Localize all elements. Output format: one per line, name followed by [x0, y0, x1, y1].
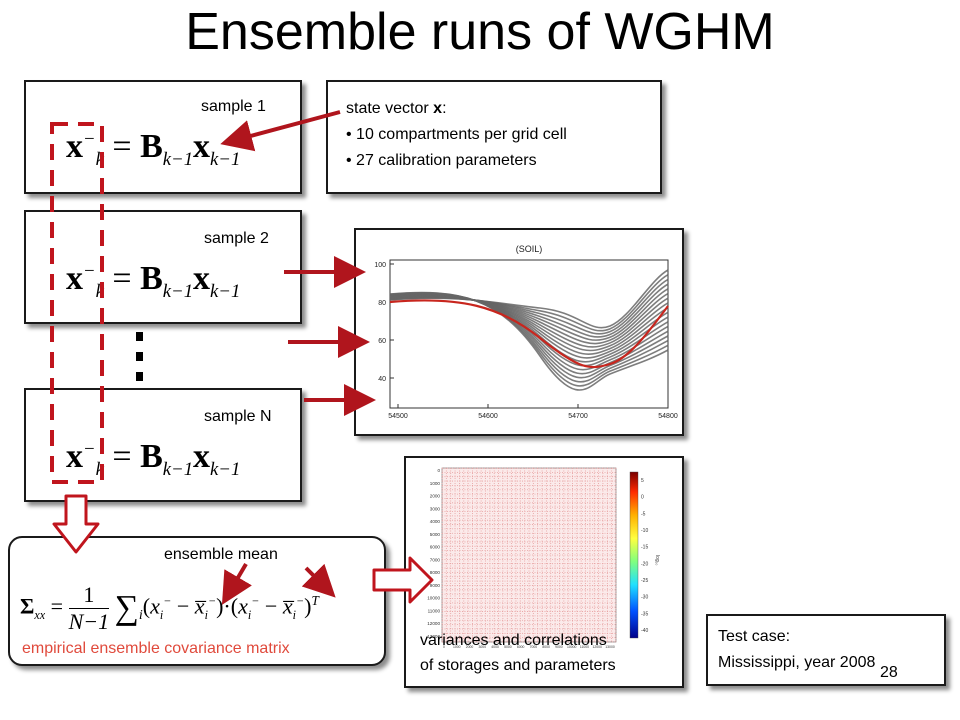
heatmap-x-tick-label: 0: [443, 645, 445, 649]
heatmap-colorbar: [629, 471, 639, 639]
heatmap-y-tick-label: 10000: [427, 596, 440, 601]
page-number: 28: [880, 664, 898, 681]
test-case-box: Test case: Mississippi, year 2008: [706, 614, 946, 686]
heatmap-x-tick-label: 12000: [593, 645, 603, 649]
heatmap-x-tick-label: 1000: [453, 645, 461, 649]
sample-n-box: sample N x−k = Bk−1xk−1: [24, 388, 302, 502]
heatmap-y-tick-label: 13000: [427, 634, 440, 639]
sample-2-equation: x−k = Bk−1xk−1: [66, 260, 241, 302]
heatmap-x-tick-label: 5000: [504, 645, 512, 649]
heatmap-y-tick-label: 9000: [430, 583, 441, 588]
heatmap-y-tick-label: 6000: [430, 545, 441, 550]
heatmap-y-tick-label: 12000: [427, 621, 440, 626]
heatmap-x-tick-label: 9000: [555, 645, 563, 649]
sample-1-box: sample 1 x−k = Bk−1xk−1: [24, 80, 302, 194]
heatmap-y-tick-label: 2000: [430, 494, 441, 499]
heatmap-colorbar-tick-label: -10: [641, 528, 648, 534]
soil-chart: (SOIL) 100 80 60 40 54500 54600 54700 54800: [374, 244, 678, 420]
sample-1-equation: x−k = Bk−1xk−1: [66, 128, 241, 170]
soil-x-tick-label: 54800: [658, 413, 678, 420]
soil-x-tick-label: 54500: [388, 413, 408, 420]
heatmap-x-tick-label: 3000: [479, 645, 487, 649]
sample-2-box: sample 2 x−k = Bk−1xk−1: [24, 210, 302, 324]
heatmap-colorbar-label: log₁₀: [654, 555, 660, 565]
heatmap-y-tick-label: 7000: [430, 557, 441, 562]
heatmap-colorbar-tick-label: 0: [641, 495, 644, 501]
soil-ensemble-line: [389, 291, 669, 391]
soil-x-tick-label: 54700: [568, 413, 588, 420]
ellipsis-dot: [136, 352, 143, 361]
heatmap-colorbar-tick-label: -30: [641, 595, 648, 601]
soil-chart-box: (SOIL) 100 80 60 40 54500 54600 54700 54800: [354, 228, 684, 436]
soil-y-tick-label: 40: [378, 376, 386, 383]
heatmap-colorbar-tick-label: 5: [641, 478, 644, 484]
state-vector-bullet: • 10 compartments per grid cell: [346, 126, 567, 143]
heatmap-y-tick-label: 1000: [430, 481, 441, 486]
heatmap-caption: variances and correlations of storages a…: [420, 632, 616, 674]
soil-chart-title: (SOIL): [516, 244, 543, 254]
soil-y-tick-label: 80: [378, 300, 386, 307]
heatmap-x-tick-label: 10000: [567, 645, 577, 649]
sample-n-equation: x−k = Bk−1xk−1: [66, 438, 241, 480]
heatmap-colorbar-tick-label: -5: [641, 511, 646, 517]
heatmap-y-tick-label: 8000: [430, 570, 441, 575]
heatmap-x-tick-label: 11000: [580, 645, 589, 649]
heatmap-x-tick-label: 7000: [530, 645, 538, 649]
heatmap-x-tick-label: 2000: [466, 645, 474, 649]
heatmap-y-tick-label: 4000: [430, 519, 441, 524]
heatmap-colorbar-tick-label: -40: [641, 628, 648, 634]
heatmap-y-tick-label: 5000: [430, 532, 441, 537]
state-vector-box: state vector x: • 10 compartments per gr…: [326, 80, 662, 194]
heatmap-y-tick-label: 0: [437, 468, 440, 473]
ellipsis-dot: [136, 332, 143, 341]
heatmap-x-tick-label: 13000: [605, 645, 615, 649]
sample-n-label: sample N: [204, 408, 272, 425]
heatmap-colorbar-tick-label: -25: [641, 578, 648, 584]
heatmap-colorbar-tick-label: -15: [641, 545, 648, 551]
correlation-heatmap: 0 1000 2000 3000 4000 5000 6000 7000 8000 9000 100…: [427, 467, 660, 649]
soil-y-tick-label: 60: [378, 338, 386, 345]
heatmap-y-tick-label: 11000: [428, 608, 441, 613]
soil-y-tick-label: 100: [374, 262, 386, 269]
soil-highlight-line: [389, 299, 669, 369]
state-vector-heading: state vector x:: [346, 100, 447, 117]
heatmap-colorbar-tick-label: -35: [641, 611, 648, 617]
heatmap-x-tick-label: 6000: [517, 645, 525, 649]
state-vector-bullet: • 27 calibration parameters: [346, 152, 537, 169]
sample-1-label: sample 1: [201, 98, 266, 115]
ellipsis-dot: [136, 372, 143, 381]
heatmap-x-tick-label: 8000: [542, 645, 550, 649]
page-title: Ensemble runs of WGHM: [185, 3, 775, 61]
heatmap-x-tick-label: 4000: [491, 645, 499, 649]
soil-x-tick-label: 54600: [478, 413, 498, 420]
ensemble-mean-label: ensemble mean: [164, 546, 278, 563]
heatmap-y-tick-label: 3000: [430, 506, 441, 511]
heatmap-box: 0 1000 2000 3000 4000 5000 6000 7000 8000 9000 100…: [404, 456, 684, 688]
heatmap-colorbar-tick-label: -20: [641, 561, 648, 567]
covariance-caption: empirical ensemble covariance matrix: [22, 640, 290, 657]
sample-2-label: sample 2: [204, 230, 269, 247]
